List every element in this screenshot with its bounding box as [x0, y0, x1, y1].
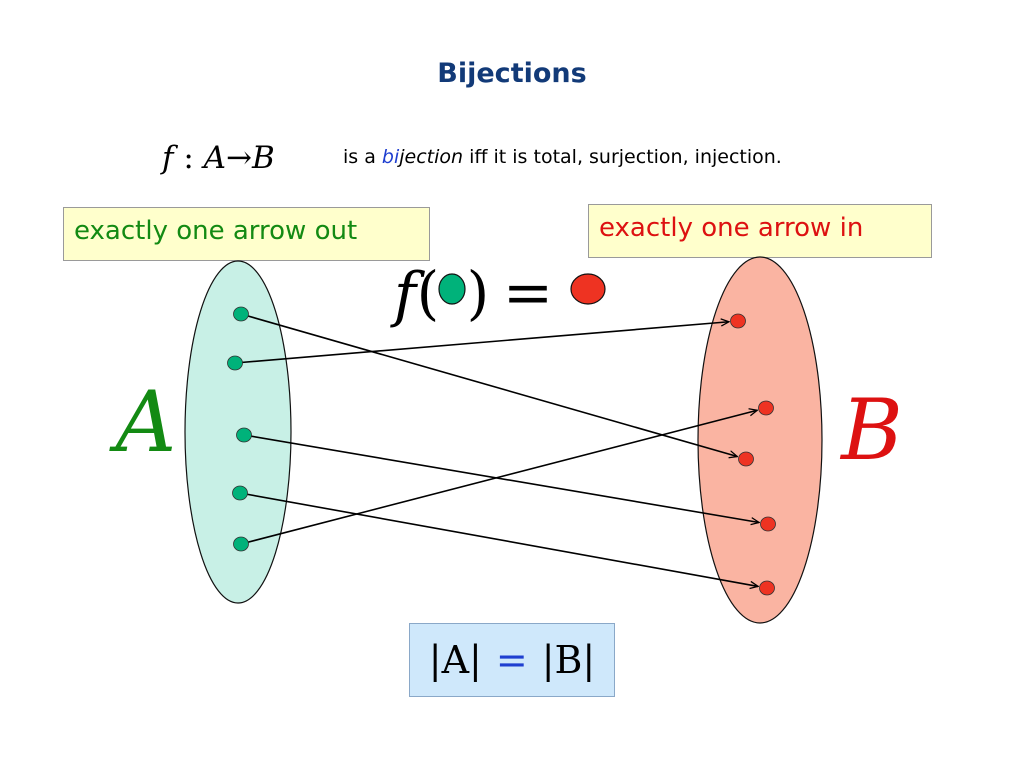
cardinality-left: |A|	[428, 638, 482, 682]
definition-text: is a bijection iff it is total, surjecti…	[343, 146, 782, 168]
mapping-arrow-a3-b4	[243, 434, 759, 522]
mapping-arrows	[234, 313, 759, 586]
definition-suffix: iff it is total, surjection, injection.	[463, 146, 782, 168]
formula-A: A	[203, 140, 227, 176]
formula-f: f	[162, 140, 174, 176]
domain-element-dot	[438, 273, 466, 305]
set-A-element-dot-5	[233, 536, 249, 552]
set-A-label: A	[109, 373, 177, 471]
cardinality-right: |B|	[541, 638, 596, 682]
set-B-elements	[730, 313, 776, 596]
cardinality-card: |A| = |B|	[409, 623, 615, 697]
function-expression: f ( ) =	[390, 258, 606, 330]
set-B-element-dot-1	[730, 313, 746, 329]
note-exactly-one-in: exactly one arrow in	[588, 204, 932, 258]
set-B-element-dot-3	[738, 451, 754, 467]
fexpr-close-paren: )	[467, 259, 490, 327]
mapping-arrow-a2-b1	[234, 322, 729, 364]
mapping-arrow-a5-b2	[240, 410, 757, 545]
set-A-element-dot-2	[227, 355, 243, 371]
set-A-element-dot-1	[233, 306, 249, 322]
formula-B: B	[252, 140, 275, 176]
fexpr-open-paren: (	[417, 259, 440, 327]
cardinality-equals: =	[495, 638, 528, 682]
set-A-element-dot-4	[232, 485, 248, 501]
definition-prefix: is a	[343, 146, 382, 168]
formula-colon: :	[183, 140, 194, 176]
set-B-element-dot-4	[760, 516, 776, 532]
fexpr-equals: =	[503, 258, 553, 328]
definition-jection: jection	[399, 146, 464, 168]
codomain-element-dot	[570, 273, 606, 305]
cardinality-equation: |A| = |B|	[410, 638, 614, 682]
note-exactly-one-out: exactly one arrow out	[63, 207, 430, 261]
formula-arrow: →	[226, 140, 253, 176]
set-B-element-dot-2	[758, 400, 774, 416]
set-B-ellipse	[697, 256, 823, 624]
set-A-element-dot-3	[236, 427, 252, 443]
set-B-label: B	[839, 381, 903, 479]
mapping-arrow-a1-b3	[240, 313, 737, 457]
definition-formula: f : A→B	[162, 140, 275, 176]
mapping-arrow-a4-b5	[239, 492, 758, 586]
definition-bi: bi	[381, 146, 400, 168]
page-title: Bijections	[437, 58, 587, 89]
set-A-elements	[227, 306, 252, 552]
set-B-element-dot-5	[759, 580, 775, 596]
